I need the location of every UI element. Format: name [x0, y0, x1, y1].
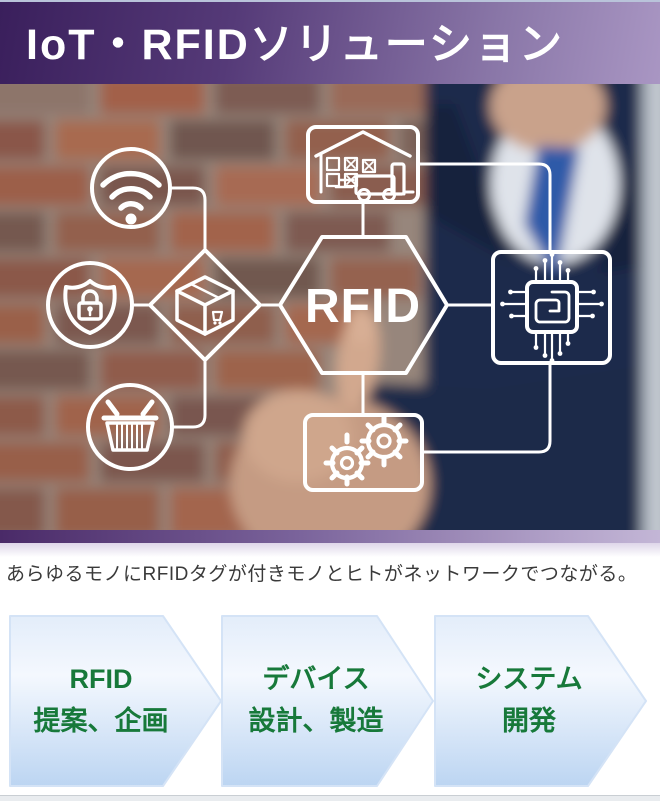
arrow-shape-3: [434, 615, 647, 787]
step-1-line-2: 提案、企画: [33, 706, 169, 736]
rfid-hexagon: RFID: [278, 235, 449, 375]
next-section-edge: [0, 795, 660, 801]
caption-section: あらゆるモノにRFIDタグが付きモノとヒトがネットワークでつながる。: [0, 543, 660, 600]
step-1-line-1: RFID: [69, 664, 133, 695]
process-step-rfid: RFID 提案、企画: [10, 616, 192, 786]
process-step-system: システム 開発: [435, 616, 623, 786]
shield-lock-icon: [46, 261, 134, 349]
step-2-line-2: 設計、製造: [248, 706, 384, 736]
process-flow: RFID 提案、企画 デバイス 設計、製造 システム 開発: [0, 600, 660, 795]
hero-photo-svg: RFID: [0, 84, 660, 530]
hero-photo: RFID: [0, 84, 660, 530]
package-box-icon: [148, 248, 262, 362]
process-step-device: デバイス 設計、製造: [222, 616, 410, 786]
rfid-label: RFID: [305, 280, 421, 333]
gears-icon: [303, 413, 424, 492]
step-3-line-2: 開発: [502, 706, 556, 736]
rfid-chip-icon: [491, 250, 612, 365]
page-title: IoT・RFIDソリューション: [26, 21, 564, 69]
caption-text: あらゆるモノにRFIDタグが付きモノとヒトがネットワークでつながる。: [6, 564, 638, 585]
arrow-shape-2: [221, 615, 434, 787]
process-arrows-svg: [9, 615, 647, 787]
step-2-line-1: デバイス: [262, 664, 370, 695]
warehouse-forklift-icon: [306, 125, 420, 204]
wifi-icon: [90, 147, 172, 229]
rfid-diagram-overlay: RFID: [46, 125, 612, 492]
arrow-shape-1: [9, 615, 222, 787]
shopping-basket-icon: [86, 383, 174, 471]
step-3-line-1: システム: [475, 664, 583, 695]
connector-lines: [132, 162, 552, 454]
businessman: [230, 84, 660, 530]
divider-strip: [0, 530, 660, 543]
page-title-banner: IoT・RFIDソリューション: [0, 0, 660, 84]
